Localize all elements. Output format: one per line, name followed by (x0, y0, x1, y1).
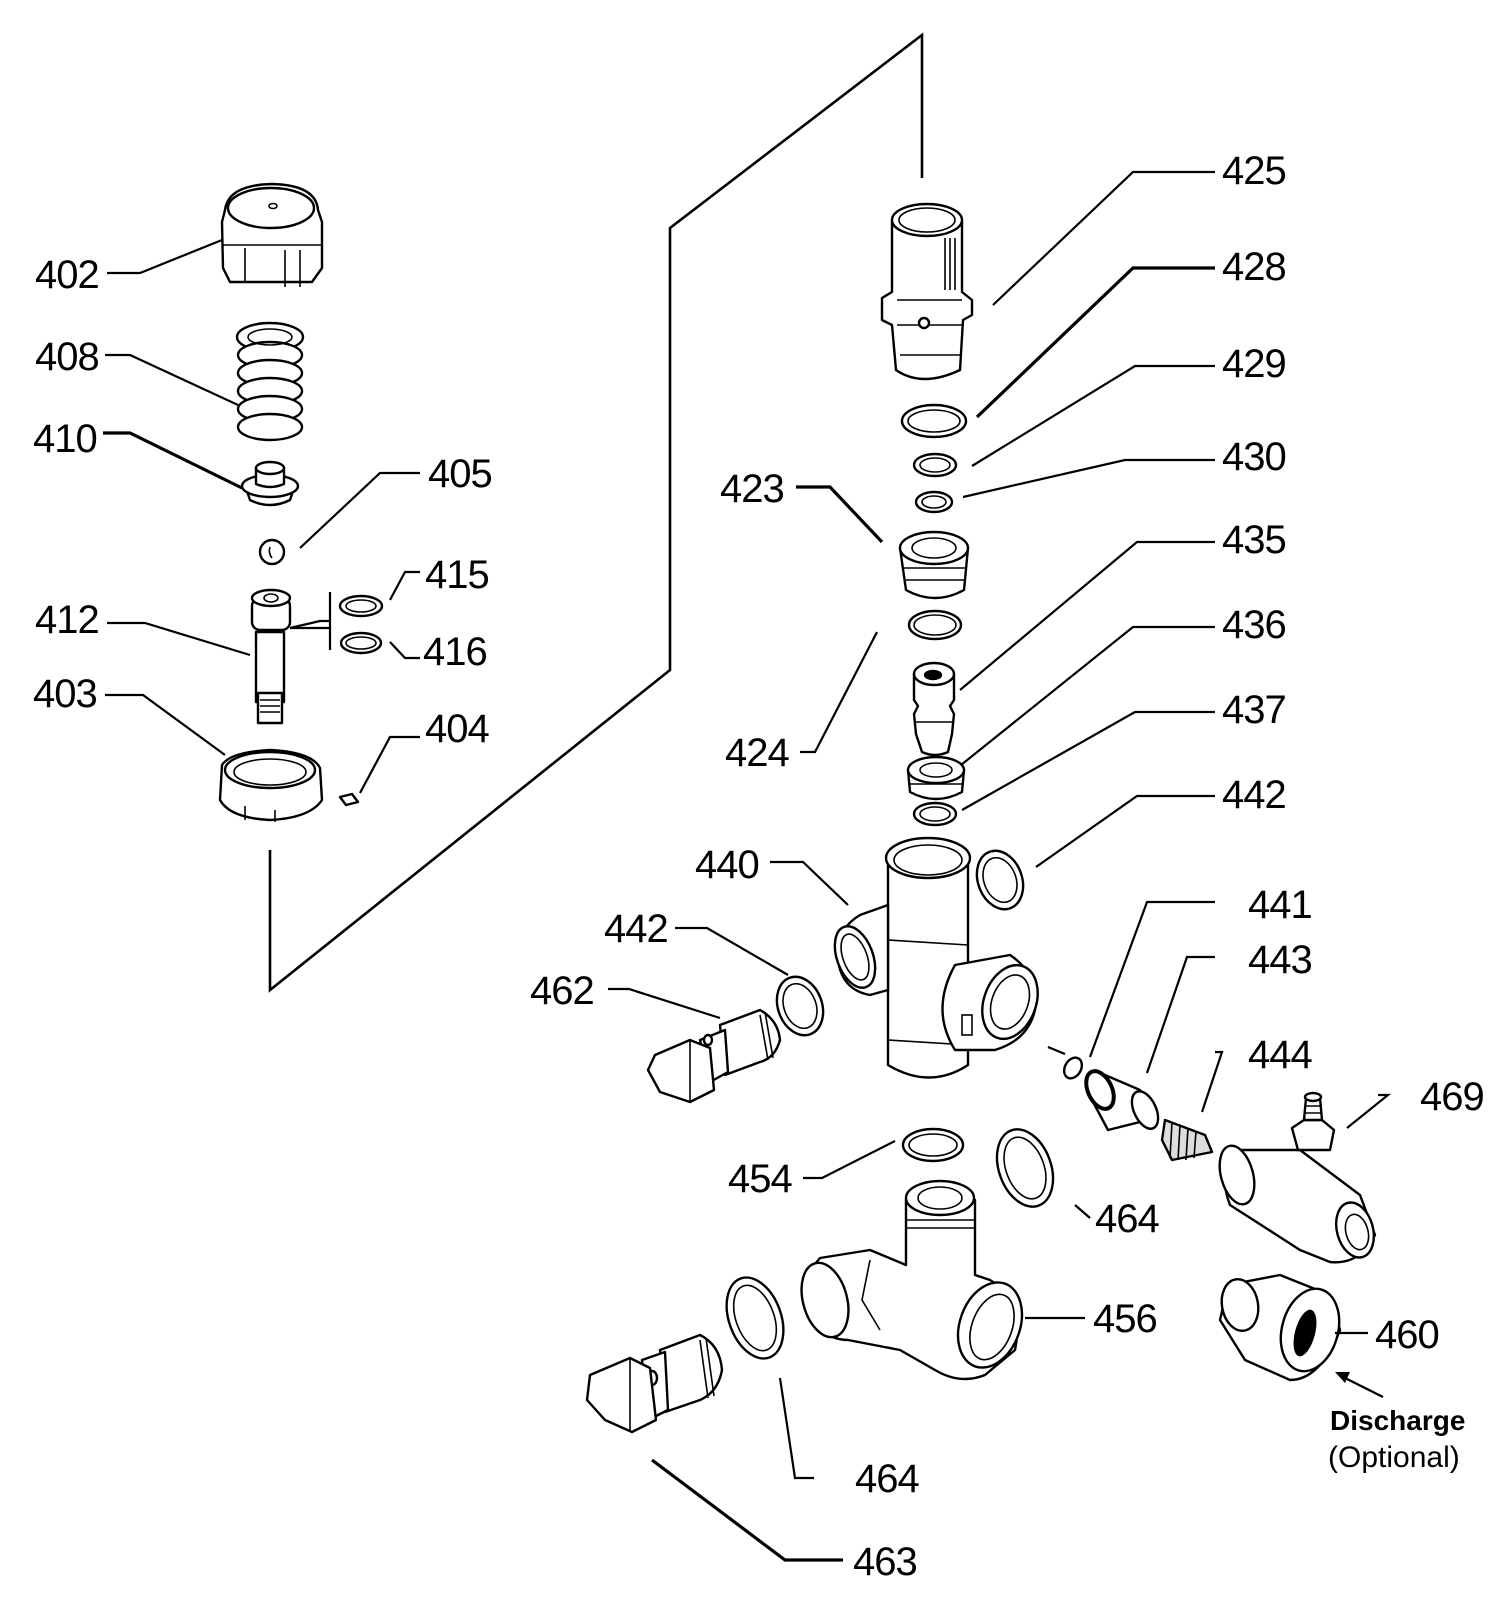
label-428: 428 (1222, 245, 1286, 289)
label-405: 405 (428, 452, 492, 496)
label-441: 441 (1248, 883, 1312, 927)
part-429-o-ring[interactable] (912, 452, 958, 478)
label-416: 416 (423, 630, 487, 674)
label-410: 410 (33, 417, 97, 461)
label-469: 469 (1420, 1075, 1484, 1119)
label-444: 444 (1248, 1033, 1312, 1077)
part-437-o-ring[interactable] (912, 801, 958, 827)
part-425-valve-body-nipple[interactable] (880, 202, 974, 381)
part-410-spring-retainer[interactable] (240, 460, 300, 507)
label-404: 404 (425, 707, 489, 751)
label-436: 436 (1222, 603, 1286, 647)
part-440-manifold-body[interactable] (827, 836, 1047, 1079)
label-423: 423 (720, 467, 784, 511)
callout-labels: 402 408 410 405 415 416 412 403 404 425 … (33, 149, 1485, 1584)
part-443-check-valve[interactable] (1081, 1067, 1164, 1133)
leader-lines (103, 170, 1392, 1562)
label-424: 424 (725, 731, 789, 775)
label-435: 435 (1222, 518, 1286, 562)
label-462: 462 (530, 969, 594, 1013)
part-412-piston-stem[interactable] (250, 588, 292, 725)
part-435-poppet[interactable] (912, 661, 956, 757)
discharge-note-line1: Discharge (1330, 1405, 1465, 1436)
part-460-discharge-adapter[interactable] (1218, 1273, 1348, 1382)
part-415-o-ring[interactable] (338, 594, 384, 618)
part-462-banjo-bolt[interactable] (646, 1008, 782, 1104)
part-428-o-ring[interactable] (900, 403, 968, 439)
part-464-sealing-washer-upper[interactable] (987, 1122, 1063, 1215)
part-442-sealing-washer-left[interactable] (769, 970, 831, 1041)
part-424-o-ring[interactable] (907, 609, 963, 641)
label-442-right: 442 (1222, 773, 1286, 817)
label-430: 430 (1222, 435, 1286, 479)
part-402-cap-nut[interactable] (220, 182, 324, 287)
label-402: 402 (35, 253, 99, 297)
part-463-banjo-bolt[interactable] (585, 1333, 724, 1434)
label-425: 425 (1222, 149, 1286, 193)
label-442-left: 442 (604, 907, 668, 951)
part-436-seat[interactable] (906, 755, 966, 801)
part-404-set-screw[interactable] (338, 792, 360, 807)
ring-bracket (289, 619, 330, 630)
label-415: 415 (425, 553, 489, 597)
part-408-spring[interactable] (235, 321, 305, 442)
label-464-upper: 464 (1095, 1197, 1159, 1241)
label-403: 403 (33, 672, 97, 716)
part-430-back-up-ring[interactable] (914, 490, 954, 514)
part-464-sealing-washer-lower[interactable] (716, 1270, 794, 1367)
label-454: 454 (728, 1157, 792, 1201)
label-443: 443 (1248, 938, 1312, 982)
discharge-note-line2: (Optional) (1328, 1441, 1460, 1474)
label-463: 463 (853, 1540, 917, 1584)
part-403-lock-nut[interactable] (218, 748, 324, 822)
part-423-seat-housing[interactable] (898, 530, 970, 600)
label-440: 440 (695, 843, 759, 887)
part-456-elbow-fitting[interactable] (794, 1179, 1033, 1381)
label-408: 408 (35, 335, 99, 379)
label-464-lower: 464 (855, 1457, 919, 1501)
label-456: 456 (1093, 1297, 1157, 1341)
part-454-o-ring[interactable] (901, 1127, 965, 1163)
label-412: 412 (35, 598, 99, 642)
part-416-back-up-ring[interactable] (339, 631, 383, 655)
part-405-ball[interactable] (258, 538, 286, 566)
part-442-sealing-washer-right[interactable] (969, 844, 1031, 915)
label-437: 437 (1222, 688, 1286, 732)
label-460: 460 (1375, 1313, 1439, 1357)
assembly-path-line (268, 32, 924, 993)
label-429: 429 (1222, 342, 1286, 386)
part-441-o-ring[interactable] (1061, 1054, 1086, 1081)
part-469-injector-tee[interactable] (1214, 1091, 1380, 1264)
part-444-check-spring[interactable] (1160, 1118, 1214, 1162)
discharge-arrow (1335, 1372, 1384, 1398)
